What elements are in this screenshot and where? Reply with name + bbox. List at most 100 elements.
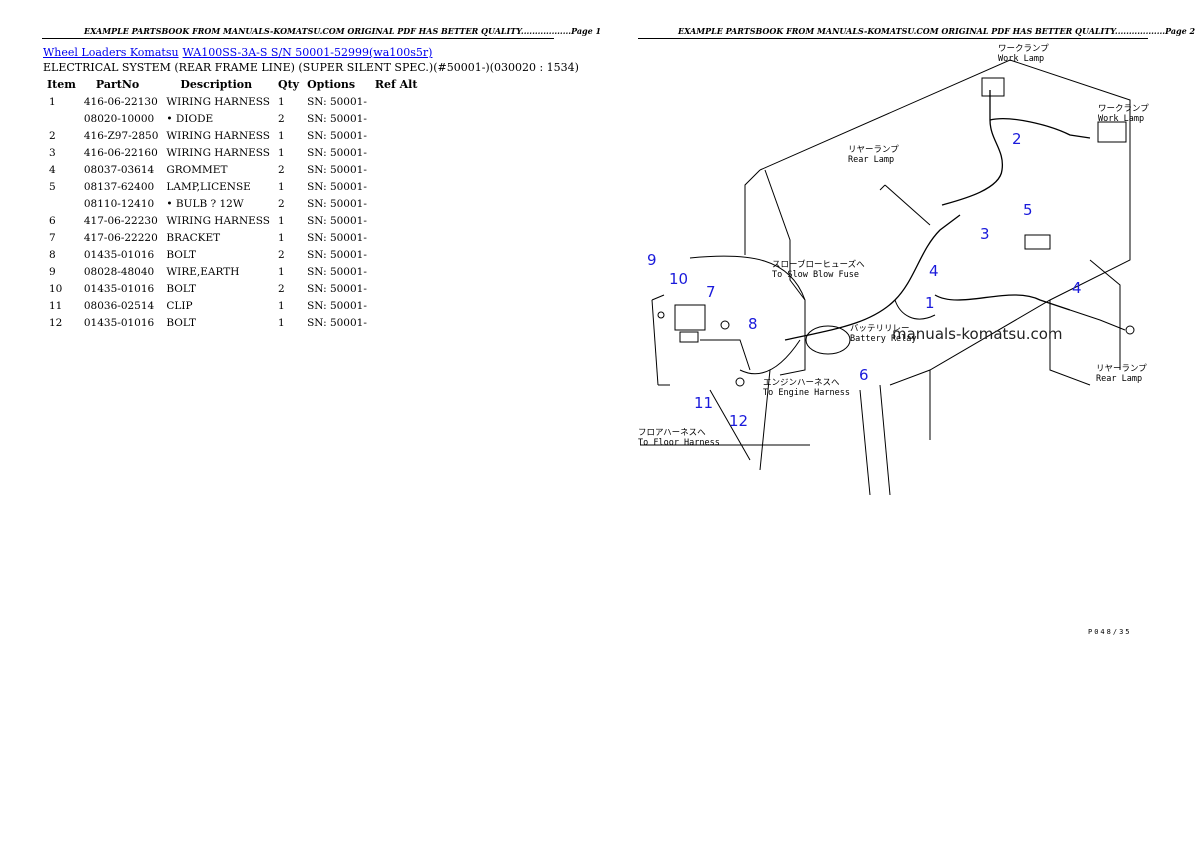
- callout-3: 3: [980, 225, 990, 243]
- ref-alt-cell: [371, 212, 422, 229]
- callout-4b: 4: [1072, 279, 1082, 297]
- watermark: manuals-komatsu.com: [892, 325, 1063, 343]
- item-cell: 5: [49, 180, 56, 193]
- description-cell: BRACKET: [166, 231, 221, 244]
- partno-cell: 08036-02514: [83, 299, 155, 312]
- ref-alt-cell: [371, 263, 422, 280]
- partno-cell: 417-06-22230: [83, 214, 158, 227]
- callout-10: 10: [669, 270, 689, 288]
- breadcrumb-link-model[interactable]: WA100SS-3A-S S/N 50001-52999(wa100s5r): [182, 46, 433, 59]
- column-header-ref-alt: Ref Alt: [374, 78, 418, 91]
- callout-7: 7: [706, 283, 716, 301]
- callout-11: 11: [694, 394, 714, 412]
- ref-alt-cell: [371, 178, 422, 195]
- item-cell: 9: [49, 265, 56, 278]
- item-cell: 6: [49, 214, 56, 227]
- item-cell: 2: [49, 129, 56, 142]
- description-cell: • DIODE: [166, 112, 214, 125]
- options-cell: SN: 50001-: [307, 265, 367, 278]
- partno-cell: 08137-62400: [83, 180, 155, 193]
- item-cell: 12: [49, 316, 63, 329]
- callout-9: 9: [647, 251, 657, 269]
- qty-cell: 1: [278, 146, 285, 159]
- description-cell: BOLT: [166, 282, 197, 295]
- section-title: ELECTRICAL SYSTEM (REAR FRAME LINE) (SUP…: [43, 61, 579, 74]
- partno-cell: 08110-12410: [83, 197, 155, 210]
- options-cell: SN: 50001-: [307, 180, 367, 193]
- qty-cell: 2: [278, 282, 285, 295]
- description-cell: WIRING HARNESS: [166, 95, 270, 108]
- column-header-partno: PartNo: [95, 78, 140, 91]
- partno-cell: 08037-03614: [83, 163, 155, 176]
- table-row: 10 01435-01016 BOLT 2 SN: 50001-: [43, 280, 421, 297]
- ref-alt-cell: [371, 195, 422, 212]
- options-cell: SN: 50001-: [307, 214, 367, 227]
- ref-alt-cell: [371, 93, 422, 110]
- ref-alt-cell: [371, 246, 422, 263]
- item-cell: 10: [49, 282, 63, 295]
- table-row: 11 08036-02514 CLIP 1 SN: 50001-: [43, 297, 421, 314]
- qty-cell: 1: [278, 214, 285, 227]
- qty-cell: 1: [278, 265, 285, 278]
- options-cell: SN: 50001-: [307, 231, 367, 244]
- item-cell: [43, 195, 80, 212]
- table-row: 12 01435-01016 BOLT 1 SN: 50001-: [43, 314, 421, 331]
- description-cell: WIRING HARNESS: [166, 129, 270, 142]
- qty-cell: 1: [278, 129, 285, 142]
- qty-cell: 1: [278, 316, 285, 329]
- qty-cell: 2: [278, 112, 285, 125]
- item-cell: 7: [49, 231, 56, 244]
- description-cell: GROMMET: [166, 163, 228, 176]
- options-cell: SN: 50001-: [307, 197, 367, 210]
- description-cell: CLIP: [166, 299, 193, 312]
- partno-cell: 08028-48040: [83, 265, 155, 278]
- callout-6: 6: [859, 366, 869, 384]
- qty-cell: 1: [278, 95, 285, 108]
- options-cell: SN: 50001-: [307, 112, 367, 125]
- item-cell: 1: [49, 95, 56, 108]
- ref-alt-cell: [371, 229, 422, 246]
- callout-4a: 4: [929, 262, 939, 280]
- column-header-description: Description: [180, 78, 253, 91]
- breadcrumb-link-manufacturer[interactable]: Wheel Loaders Komatsu: [43, 46, 179, 59]
- item-cell: 11: [49, 299, 63, 312]
- partno-cell: 01435-01016: [83, 316, 155, 329]
- callout-5: 5: [1023, 201, 1033, 219]
- description-cell: BOLT: [166, 316, 197, 329]
- page-header-1: EXAMPLE PARTSBOOK FROM MANUALS-KOMATSU.C…: [84, 26, 602, 36]
- options-cell: SN: 50001-: [307, 282, 367, 295]
- partno-cell: 01435-01016: [83, 282, 155, 295]
- description-cell: WIRING HARNESS: [166, 146, 270, 159]
- qty-cell: 1: [278, 231, 285, 244]
- description-cell: WIRING HARNESS: [166, 214, 270, 227]
- qty-cell: 2: [278, 248, 285, 261]
- partno-cell: 417-06-22220: [83, 231, 158, 244]
- options-cell: SN: 50001-: [307, 316, 367, 329]
- options-cell: SN: 50001-: [307, 163, 367, 176]
- item-cell: 8: [49, 248, 56, 261]
- qty-cell: 1: [278, 299, 285, 312]
- description-cell: LAMP,LICENSE: [166, 180, 251, 193]
- partno-cell: 416-06-22160: [83, 146, 158, 159]
- options-cell: SN: 50001-: [307, 299, 367, 312]
- header-rule-2: [638, 38, 1148, 39]
- ref-alt-cell: [371, 314, 422, 331]
- qty-cell: 2: [278, 197, 285, 210]
- ref-alt-cell: [371, 144, 422, 161]
- item-cell: 4: [49, 163, 56, 176]
- table-header-row: Item PartNo Description Qty Options Ref …: [43, 76, 421, 93]
- options-cell: SN: 50001-: [307, 95, 367, 108]
- callout-1: 1: [925, 294, 935, 312]
